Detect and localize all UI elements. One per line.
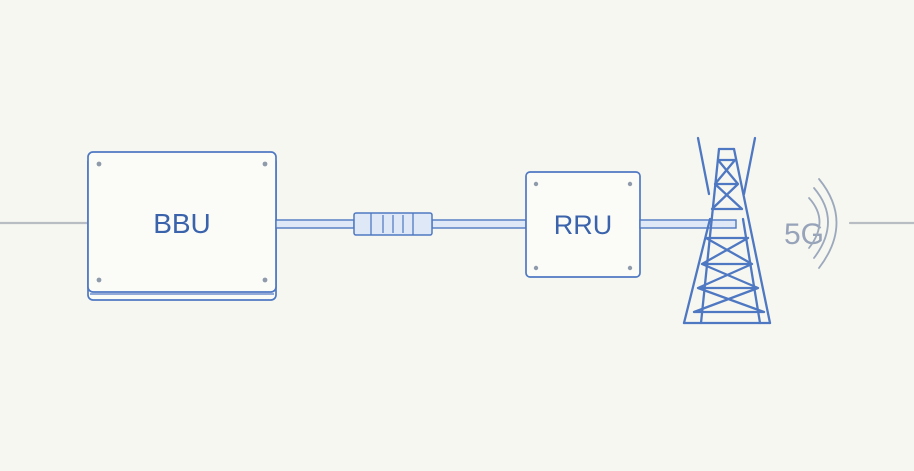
tower-mast-right — [732, 147, 772, 325]
rru-screw-top-right — [627, 181, 633, 187]
tower-antenna-left — [696, 136, 711, 196]
signal-group: 5G — [784, 178, 914, 269]
fiber-cable-left — [275, 219, 355, 229]
bbu-screw-top-left — [96, 161, 102, 167]
tower-antenna-right — [742, 136, 757, 196]
fiber-cable-right — [431, 219, 527, 229]
tower-mast-left — [699, 147, 721, 325]
rru-screw-bottom-right — [627, 265, 633, 271]
rru-to-tower-cable — [639, 219, 737, 229]
cell-tower-icon — [682, 136, 772, 325]
tower-inner-left — [682, 217, 712, 325]
fiber-cable — [275, 212, 527, 236]
tower-inner-right — [741, 217, 762, 325]
rru-unit: RRU — [525, 171, 641, 278]
tower-lattice-lower — [692, 236, 766, 314]
rru-screw-top-left — [533, 181, 539, 187]
bbu-unit: BBU — [87, 151, 277, 301]
rru-screw-bottom-left — [533, 265, 539, 271]
signal-label: 5G — [784, 218, 824, 251]
bbu-label: BBU — [153, 208, 211, 239]
bbu-screw-bottom-left — [96, 277, 102, 283]
signal-wave-2 — [813, 187, 829, 259]
bbu-screw-bottom-right — [262, 277, 268, 283]
signal-wave-3 — [818, 178, 838, 269]
tower-lattice-upper — [710, 158, 744, 211]
rru-label: RRU — [554, 210, 613, 240]
signal-wave-1 — [808, 197, 821, 249]
bbu-screw-top-right — [262, 161, 268, 167]
